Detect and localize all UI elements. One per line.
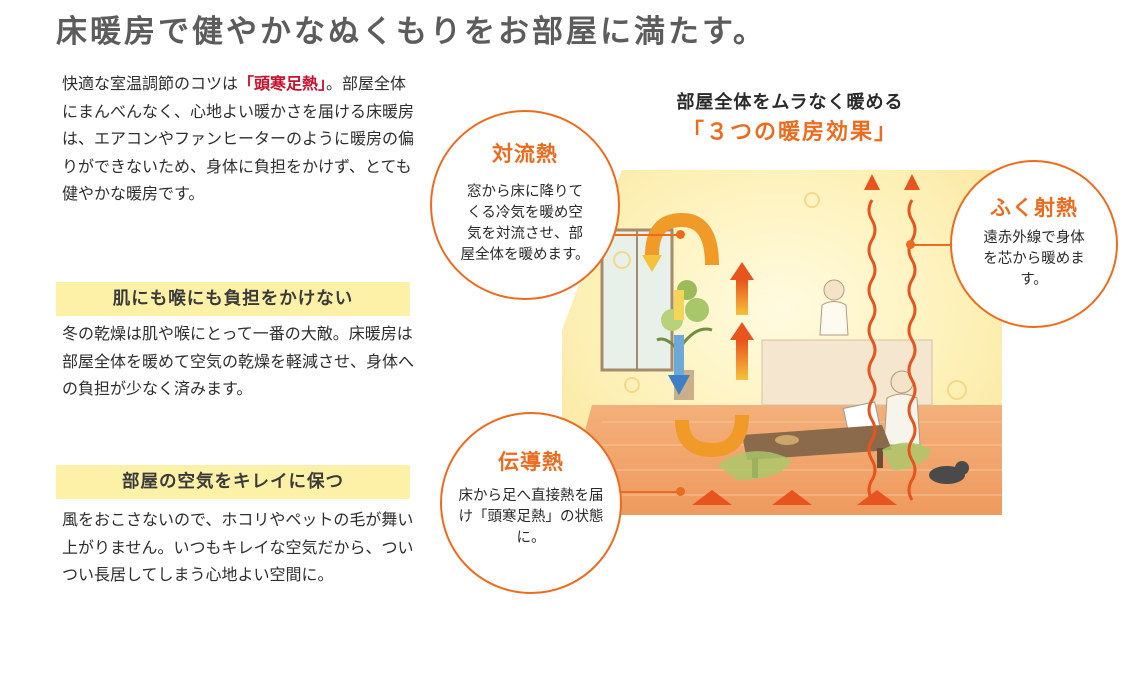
section-body-skin: 冬の乾燥は肌や喉にとって一番の大敵。床暖房は部屋全体を暖めて空気の乾燥を軽減させ… xyxy=(62,324,415,398)
conduction-title: 伝導熱 xyxy=(498,450,564,474)
diagram-subtitle: 「３つの暖房効果」 xyxy=(681,120,898,145)
diagram-title: 部屋全体をムラなく暖める xyxy=(676,92,904,113)
section-heading-skin: 肌にも喉にも負担をかけない xyxy=(56,282,410,316)
window-icon xyxy=(600,228,674,372)
convection-connector xyxy=(612,234,682,236)
conduction-body: 床から足へ直接熱を届け「頭寒足熱」の状態に。 xyxy=(458,488,604,546)
radiation-connector xyxy=(910,244,952,246)
convection-circle: 対流熱 窓から床に降りてくる冷気を暖め空気を対流させ、部屋全体を暖めます。 xyxy=(430,110,620,300)
radiation-circle: ふく射熱 遠赤外線で身体を芯から暖めます。 xyxy=(950,160,1118,328)
page-headline: 床暖房で健やかなぬくもりをお部屋に満たす。 xyxy=(56,14,767,50)
radiation-waves xyxy=(864,174,920,501)
room-illustration xyxy=(562,170,1002,515)
convection-arrows xyxy=(642,212,754,458)
section-body-air: 風をおこさないので、ホコリやペットの毛が舞い上がりません。いつもキレイな空気だか… xyxy=(62,510,414,584)
convection-body: 窓から床に降りてくる冷気を暖め空気を対流させ、部屋全体を暖めます。 xyxy=(460,184,590,263)
intro-paragraph: 快適な室温調節のコツは「頭寒足熱」。部屋全体にまんべんなく、心地よい暖かさを届け… xyxy=(62,70,422,208)
radiation-marker xyxy=(906,240,915,249)
convection-title: 対流熱 xyxy=(492,142,558,166)
radiation-title: ふく射熱 xyxy=(990,196,1078,220)
radiation-body: 遠赤外線で身体を芯から暖めます。 xyxy=(983,230,1085,288)
intro-text-start: 快適な室温調節のコツは xyxy=(62,74,239,93)
intro-text-end: 。部屋全体にまんべんなく、心地よい暖かさを届ける床暖房は、エアコンやファンヒータ… xyxy=(62,74,415,203)
section-heading-air: 部屋の空気をキレイに保つ xyxy=(56,465,410,499)
person-cooking-icon xyxy=(819,279,849,336)
intro-highlight: 「頭寒足熱」 xyxy=(238,74,327,93)
cat-icon xyxy=(929,461,969,484)
convection-marker xyxy=(676,230,685,239)
conduction-arrows xyxy=(692,490,897,505)
conduction-marker xyxy=(676,487,685,496)
conduction-connector xyxy=(620,491,680,493)
conduction-circle: 伝導熱 床から足へ直接熱を届け「頭寒足熱」の状態に。 xyxy=(440,412,622,594)
